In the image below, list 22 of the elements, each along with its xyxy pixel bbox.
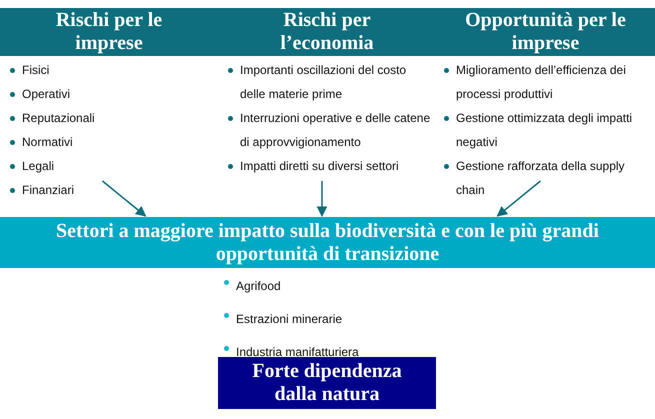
label-box: Forte dipendenza dalla natura [218,357,436,409]
arrow [102,180,146,217]
arrow [316,181,328,218]
bullet-item: Normativi [8,130,213,154]
bullet-item: Operativi [8,82,213,106]
bullet-item: Estrazioni minerarie [222,303,522,336]
bullet-item: Impatti diretti su diversi settori [226,154,431,178]
bullet-item: Gestione ottimizzata degli impatti negativi [442,106,647,154]
header-band: Rischi per l’economia [218,8,436,56]
arrow [496,180,541,217]
bullet-item: Interruzioni operative e delle catene di approvvigionamento [226,106,431,154]
bullet-item: Importanti oscillazioni del costo delle materie prime [226,58,431,106]
header-band: Rischi per le imprese [0,8,218,56]
bullet-item: Legali [8,154,213,178]
header-band: Opportunità per le imprese [436,8,655,56]
section-band: Settori a maggiore impatto sulla biodiversità e con le più grandi opportunità di transizione [0,217,655,268]
bullet-item: Gestione rafforzata della supply chain [442,154,647,202]
bullet-item: Finanziari [8,178,213,202]
bullet-item: Fisici [8,58,213,82]
bullet-item: Miglioramento dell’efficienza dei processi produttivi [442,58,647,106]
bullet-item: Agrifood [222,270,522,303]
bullet-item: Reputazionali [8,106,213,130]
